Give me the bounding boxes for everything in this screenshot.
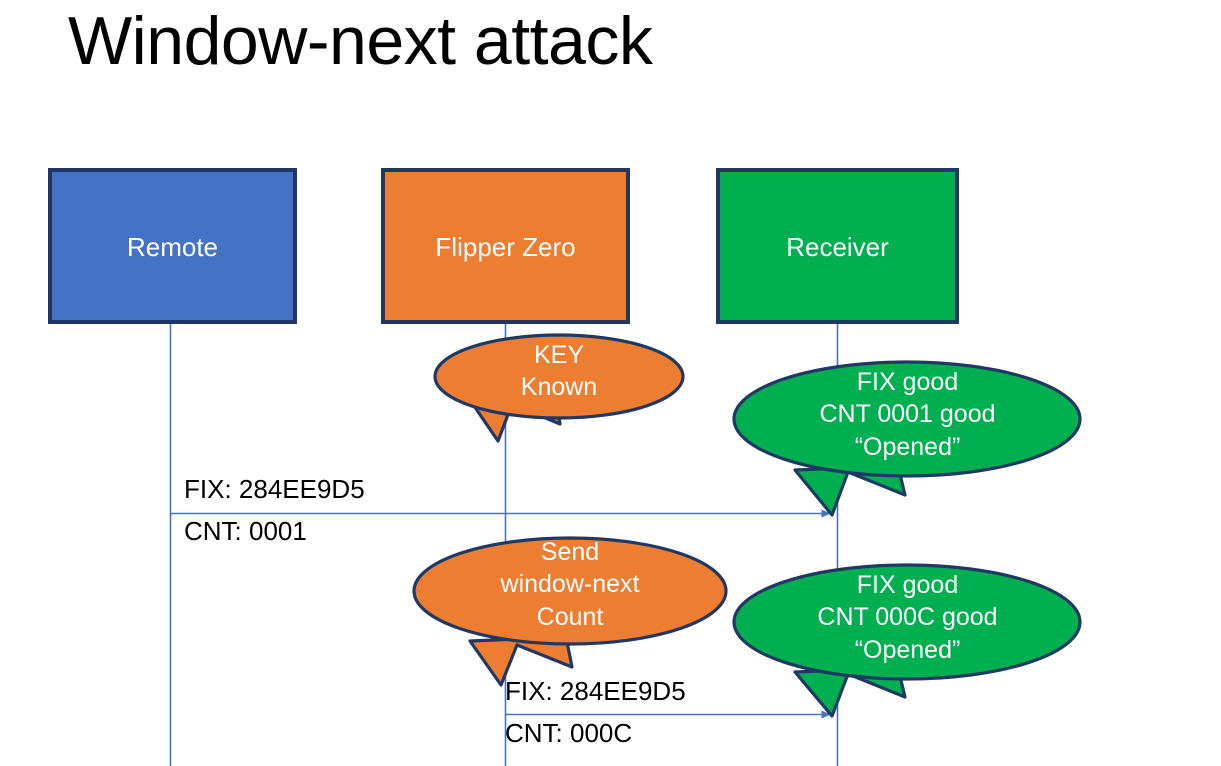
bubble-send-window-next[interactable] [412, 536, 728, 646]
actor-label-flipper-zero: Flipper Zero [435, 232, 576, 262]
message-label-cnt-remote-to-receiver: CNT: 0001 [184, 516, 307, 546]
page-title: Window-next attack [68, 3, 653, 79]
bubble-receiver-ack-000c[interactable] [732, 563, 1082, 681]
actor-label-remote: Remote [126, 232, 219, 262]
bubble-label-receiver-ack-0001: FIX good CNT 0001 good “Opened” [819, 368, 996, 461]
message-label-cnt-flipper-to-receiver: CNT: 000C [505, 718, 633, 748]
actor-box-remote[interactable] [48, 168, 297, 324]
message-label-fix-flipper-to-receiver: FIX: 284EE9D5 [505, 676, 686, 706]
bubble-receiver-ack-0001[interactable] [732, 360, 1082, 478]
actor-box-receiver[interactable] [716, 168, 959, 324]
actor-box-flipper-zero[interactable] [381, 168, 630, 324]
actor-label-receiver: Receiver [786, 232, 889, 262]
bubble-label-receiver-ack-000c: FIX good CNT 000C good “Opened” [817, 571, 998, 664]
message-label-fix-remote-to-receiver: FIX: 284EE9D5 [184, 474, 365, 504]
bubble-label-key-known: KEY Known [520, 341, 598, 402]
bubble-key-known[interactable] [433, 333, 685, 420]
bubble-label-send-window-next: Send window-next Count [500, 538, 640, 631]
